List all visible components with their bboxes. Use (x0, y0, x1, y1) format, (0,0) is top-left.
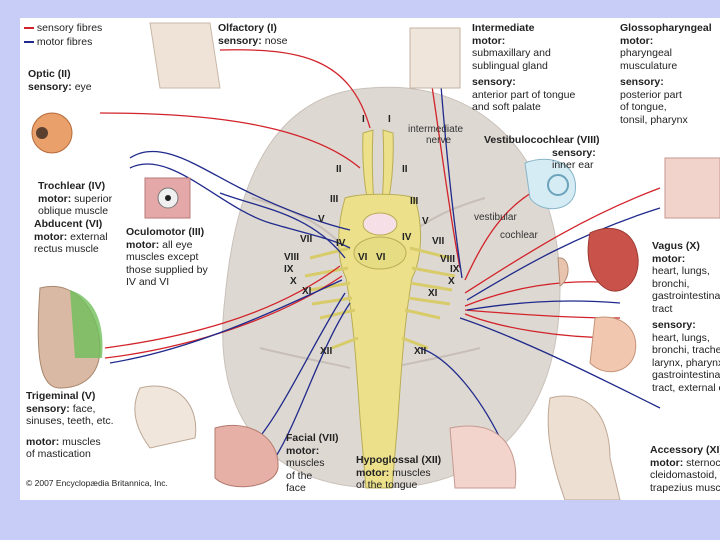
numeral-I-right: I (388, 114, 391, 125)
numeral-IX-right: IX (450, 264, 460, 275)
diagram-panel: sensory fibres motor fibres Olfactory (I… (20, 18, 720, 500)
skull-jaw-image (134, 385, 197, 449)
label-vestibulocochlear: Vestibulocochlear (VIII) sensory: inner … (484, 134, 600, 171)
label-optic: Optic (II) sensory: eye (28, 68, 92, 93)
neck-image (547, 395, 621, 500)
numeral-IV-left: IV (336, 238, 346, 249)
label-vagus: Vagus (X) motor: heart, lungs, bronchi, … (652, 240, 720, 394)
intestines-image (589, 316, 637, 373)
legend-motor: motor fibres (24, 36, 102, 48)
nerve-roots (304, 246, 456, 350)
numeral-XII-right: XII (414, 346, 427, 357)
copyright: © 2007 Encyclopædia Britannica, Inc. (26, 478, 168, 488)
numeral-X-right: X (448, 276, 455, 287)
label-cochlear: cochlear (500, 230, 538, 241)
mouth-tongue-image (409, 27, 461, 89)
numeral-VIII-left: VIII (284, 252, 300, 263)
label-olfactory: Olfactory (I) sensory: nose (218, 22, 288, 47)
numeral-XI-right: XI (428, 288, 438, 299)
numeral-VII-right: VII (432, 236, 445, 247)
head-nose (149, 22, 221, 89)
numeral-I-left: I (362, 114, 365, 125)
numeral-VI-left: VI (358, 252, 368, 263)
numeral-XI-left: XI (302, 286, 312, 297)
label-vestibular: vestibular (474, 212, 517, 223)
label-glossopharyngeal: Glossopharyngeal motor: pharyngeal muscu… (620, 22, 712, 126)
motor-fibres (109, 72, 661, 459)
numeral-VII-left: VII (300, 234, 313, 245)
numeral-II-right: II (402, 164, 408, 175)
numeral-IX-left: IX (284, 264, 294, 275)
ear-image (557, 257, 569, 287)
legend: sensory fibres motor fibres (24, 22, 102, 48)
numeral-V-right: V (422, 216, 429, 227)
numeral-V-left: V (318, 214, 325, 225)
label-intermediate: Intermediate motor: submaxillary and sub… (472, 22, 576, 113)
label-trigeminal: Trigeminal (V) sensory: face, sinuses, t… (26, 390, 114, 460)
lungs-heart-image (587, 227, 639, 292)
label-intermediate-nerve: intermediate nerve (408, 124, 464, 146)
numeral-XII-left: XII (320, 346, 333, 357)
label-abducent: Abducent (VI) motor: external rectus mus… (34, 218, 108, 255)
numeral-IV-right: IV (402, 232, 412, 243)
tongue-image (449, 425, 517, 489)
label-accessory: Accessory (XI) motor: sternocleidomastoi… (650, 444, 720, 494)
label-hypoglossal: Hypoglossal (XII) motor: muscles of the … (356, 454, 442, 491)
legend-sensory: sensory fibres (24, 22, 102, 34)
numeral-II-left: II (336, 164, 342, 175)
numeral-X-left: X (290, 276, 297, 287)
numeral-VIII-right: VIII (440, 254, 456, 265)
numeral-III-right: III (410, 196, 419, 207)
numeral-III-left: III (330, 194, 339, 205)
label-facial: Facial (VII) motor: muscles of the face (286, 432, 339, 494)
inner-ear-image (524, 158, 576, 210)
face-muscles-image (214, 424, 279, 488)
pharynx-image (664, 157, 720, 219)
label-oculomotor: Oculomotor (III) motor: all eye muscles … (126, 226, 208, 288)
eyeball-image (31, 112, 73, 154)
numeral-VI-right: VI (376, 252, 386, 263)
cranial-nerves-illustration (31, 22, 720, 500)
brainstem (338, 193, 422, 489)
label-trochlear: Trochlear (IV) motor: superior oblique m… (38, 180, 113, 217)
